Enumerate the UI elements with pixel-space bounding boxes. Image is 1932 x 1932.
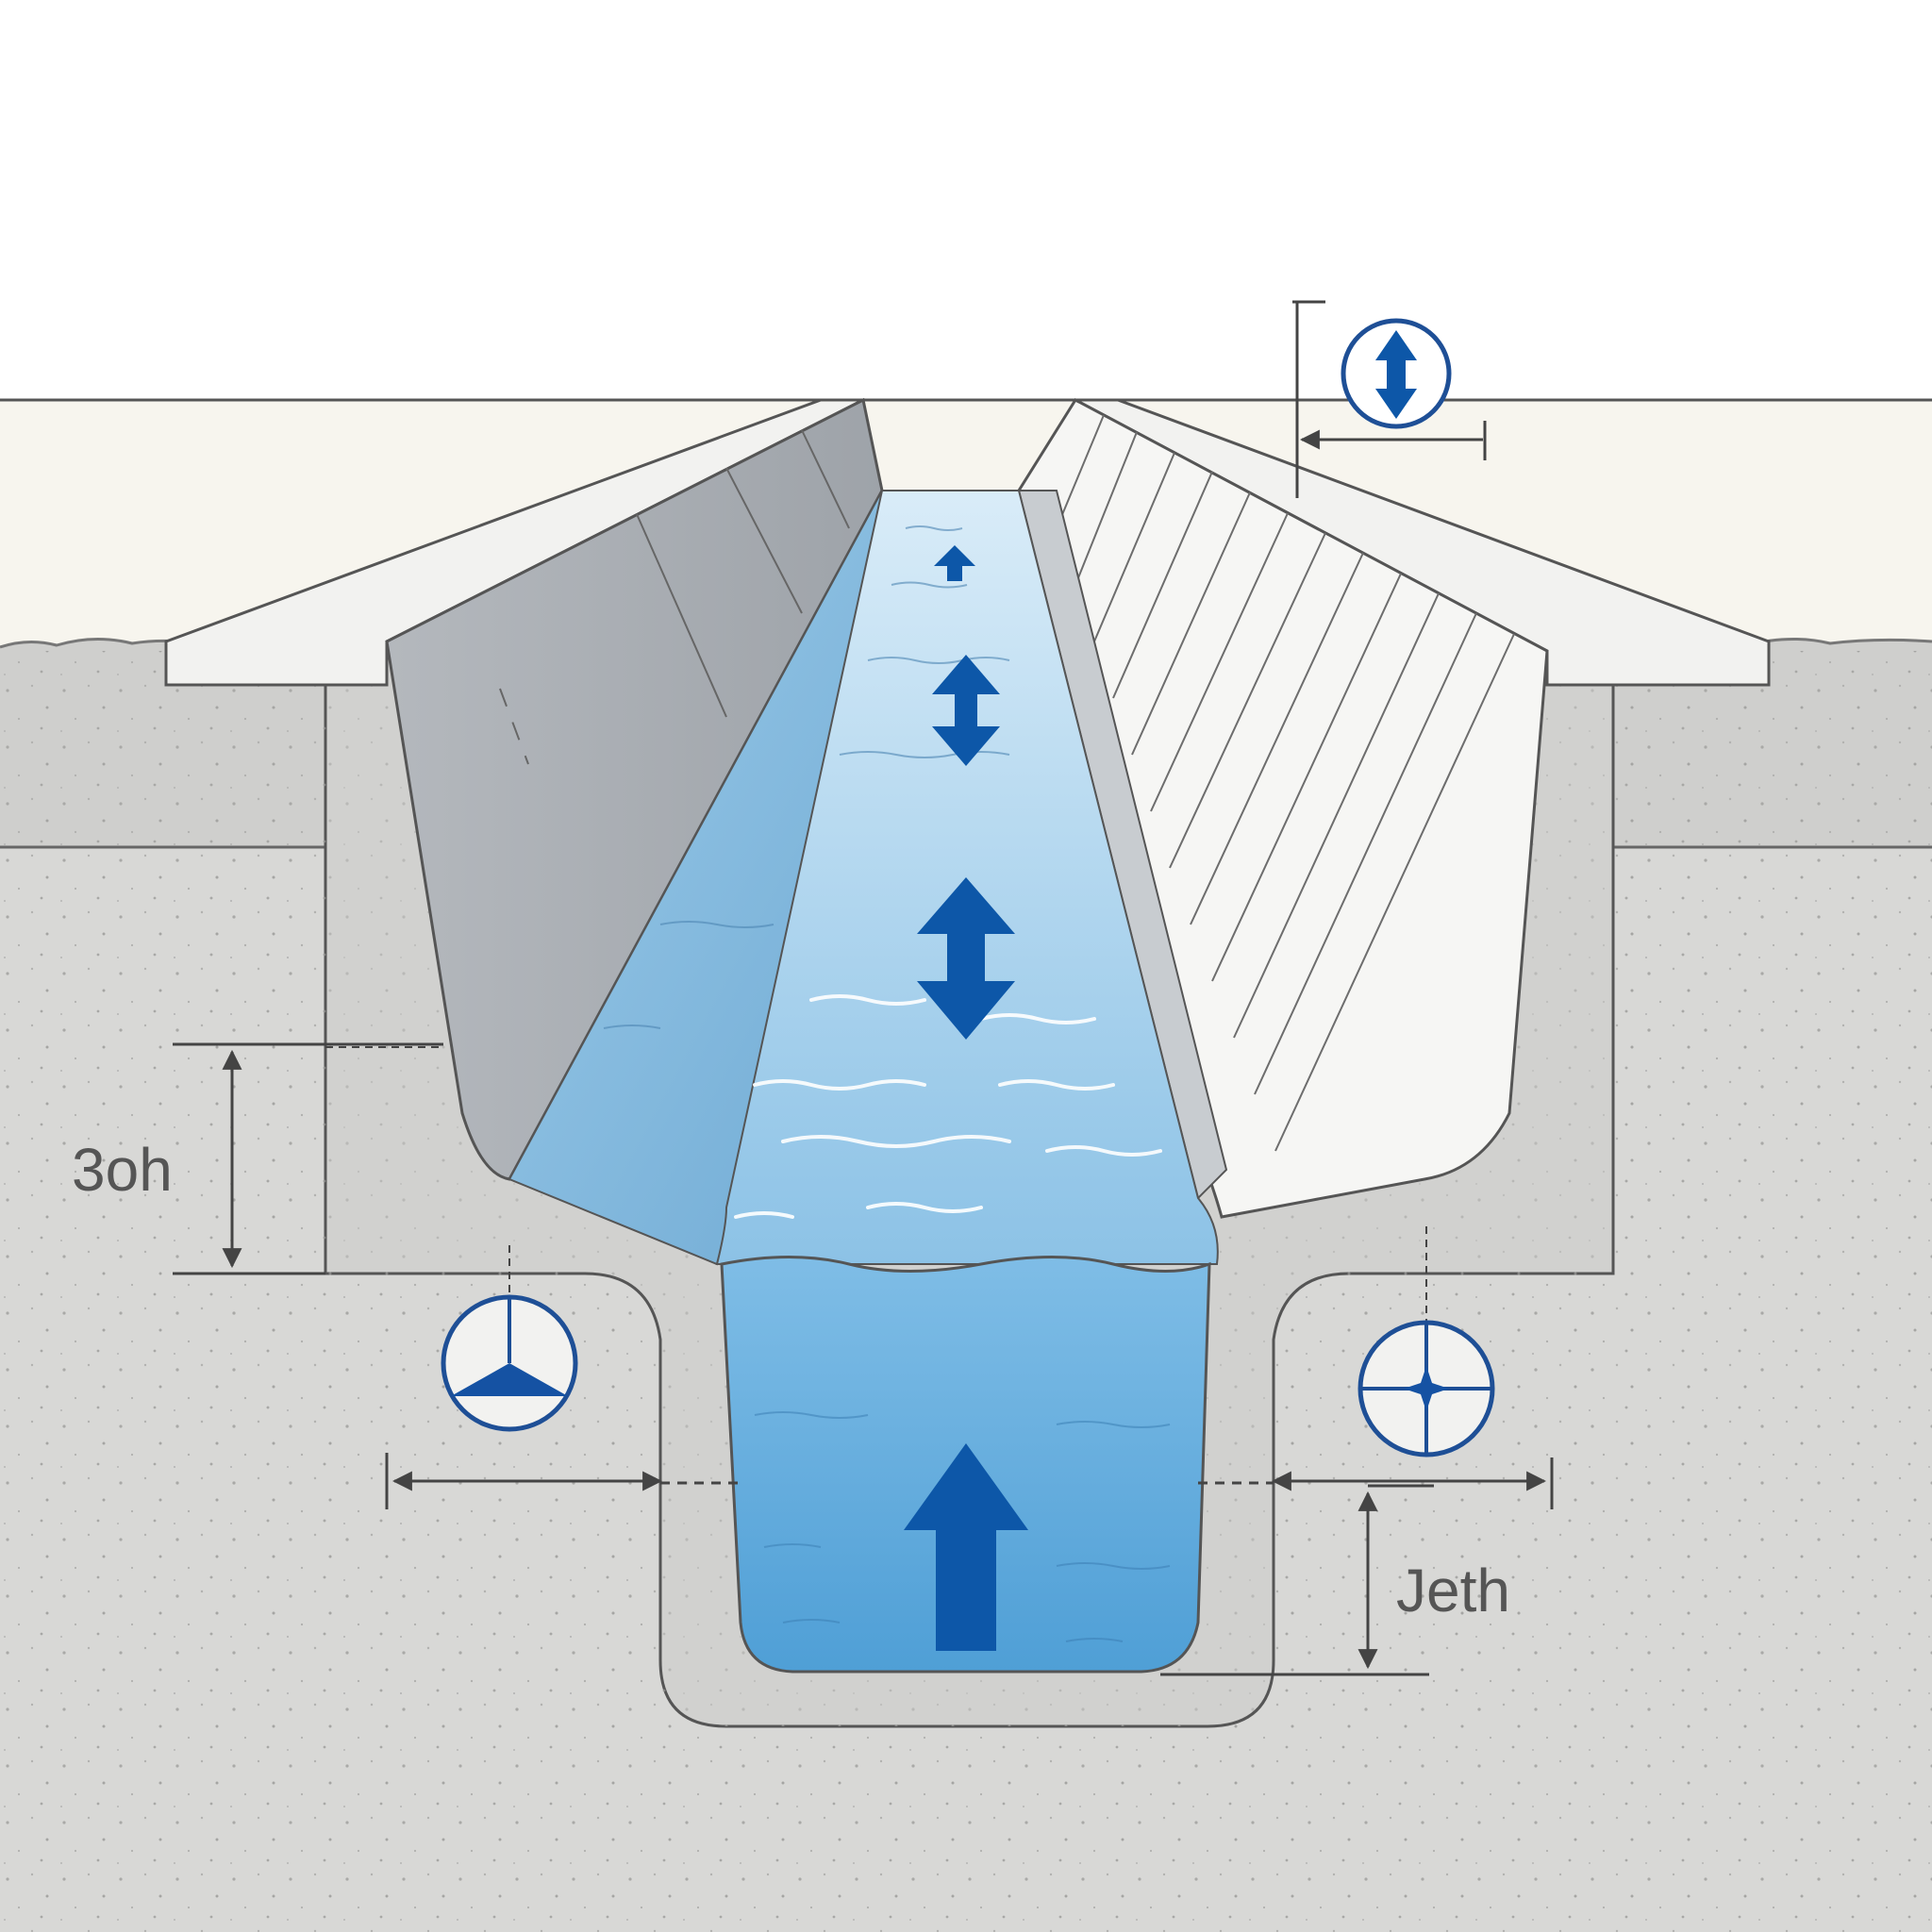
up-down-circle-icon [1341, 318, 1452, 429]
wall-seam [801, 429, 850, 529]
double-arrow-icon [917, 877, 1015, 1040]
water-ripples [734, 994, 1162, 1219]
water-surface [715, 490, 1219, 1265]
right-width-dimension [1198, 1457, 1554, 1509]
top-right-dimension [1292, 300, 1487, 498]
channel-water-texture [754, 1411, 1171, 1642]
wall-seam [499, 688, 529, 765]
flow-arrow-small [934, 545, 975, 581]
left-width-dimension [385, 1453, 745, 1509]
up-arrow-icon [904, 1443, 1028, 1651]
wall-seam [636, 513, 727, 718]
water-ripples-dark [603, 525, 1010, 1029]
sky [0, 0, 1932, 400]
wall-seam [725, 467, 803, 614]
double-arrow-icon [932, 655, 1000, 766]
right-wall-stripes [1056, 414, 1515, 1152]
left-height-dimension [173, 1042, 443, 1275]
right-dimension-label: Jeth [1396, 1557, 1510, 1624]
left-dimension-label: 3oh [72, 1136, 173, 1204]
triangle-circle-icon [441, 1294, 578, 1432]
crosshair-circle-icon [1357, 1320, 1495, 1457]
